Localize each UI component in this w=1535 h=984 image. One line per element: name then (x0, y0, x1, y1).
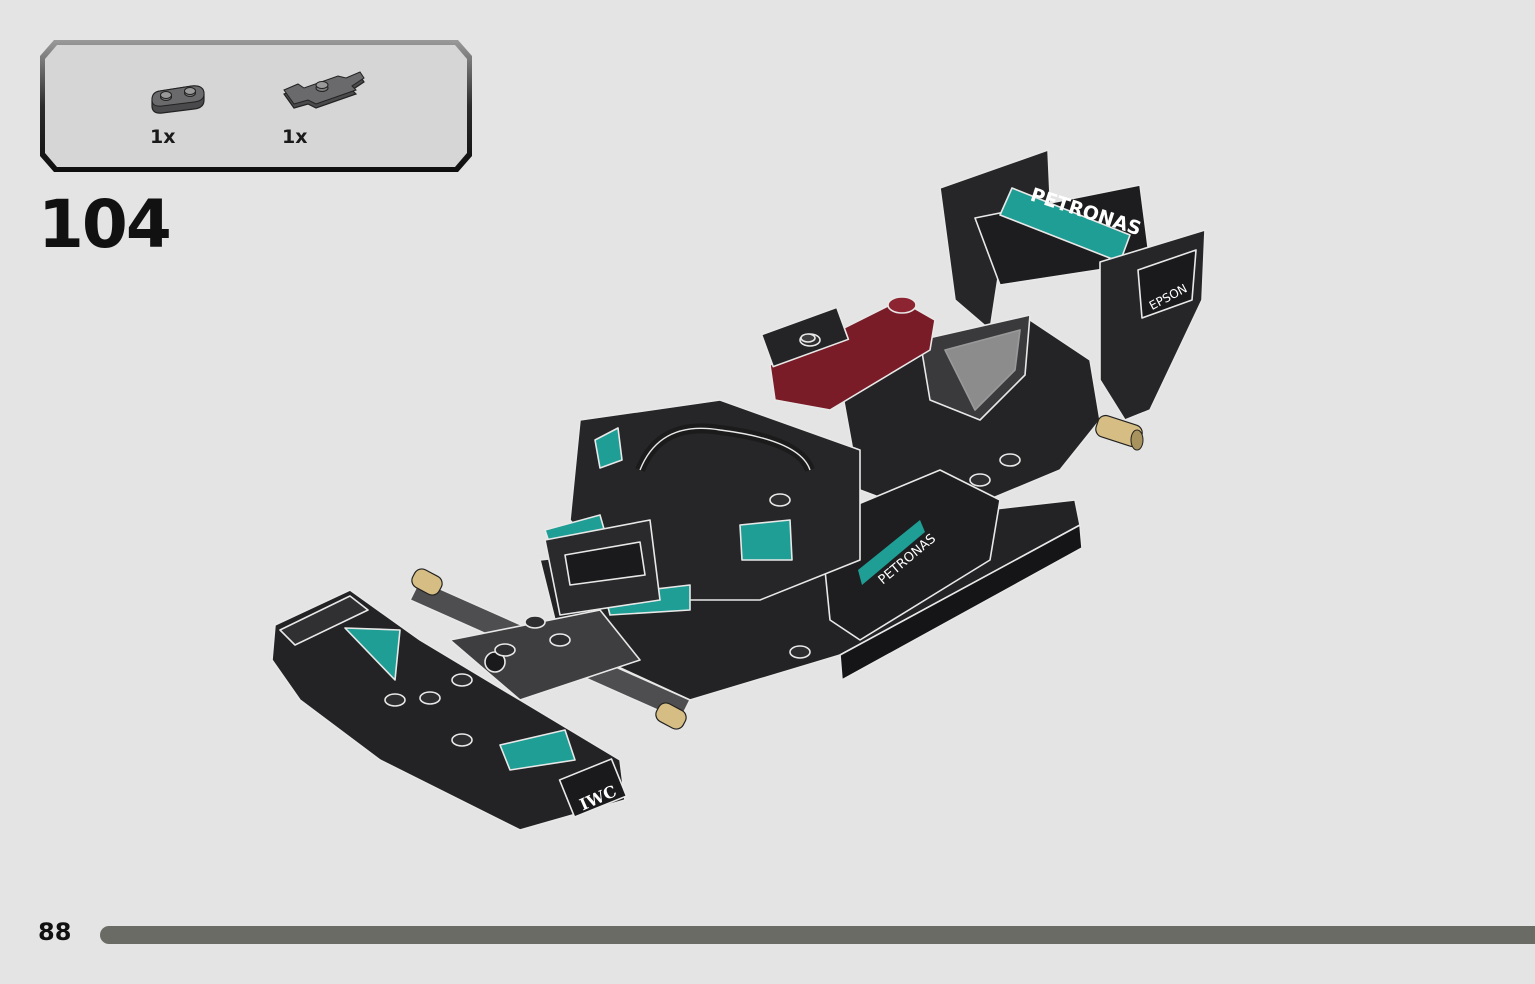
front-wing-teal-decal (499, 729, 576, 771)
front-wing-teal-decal (344, 627, 401, 681)
part-quantity: 1x (150, 126, 176, 148)
step-number: 104 (38, 186, 172, 263)
page-number: 88 (38, 918, 72, 946)
engine-cover (839, 319, 1101, 521)
parts-callout: 1x 1x (38, 38, 474, 174)
side-pod (819, 469, 1001, 641)
progress-bar (100, 926, 1535, 944)
teal-accent (739, 519, 793, 561)
bar-plate-part-icon (283, 71, 365, 109)
axle-pin-icon (411, 414, 1144, 730)
rounded-plate-part-icon (151, 85, 205, 114)
part-quantity: 1x (282, 126, 308, 148)
front-wing (271, 589, 626, 831)
